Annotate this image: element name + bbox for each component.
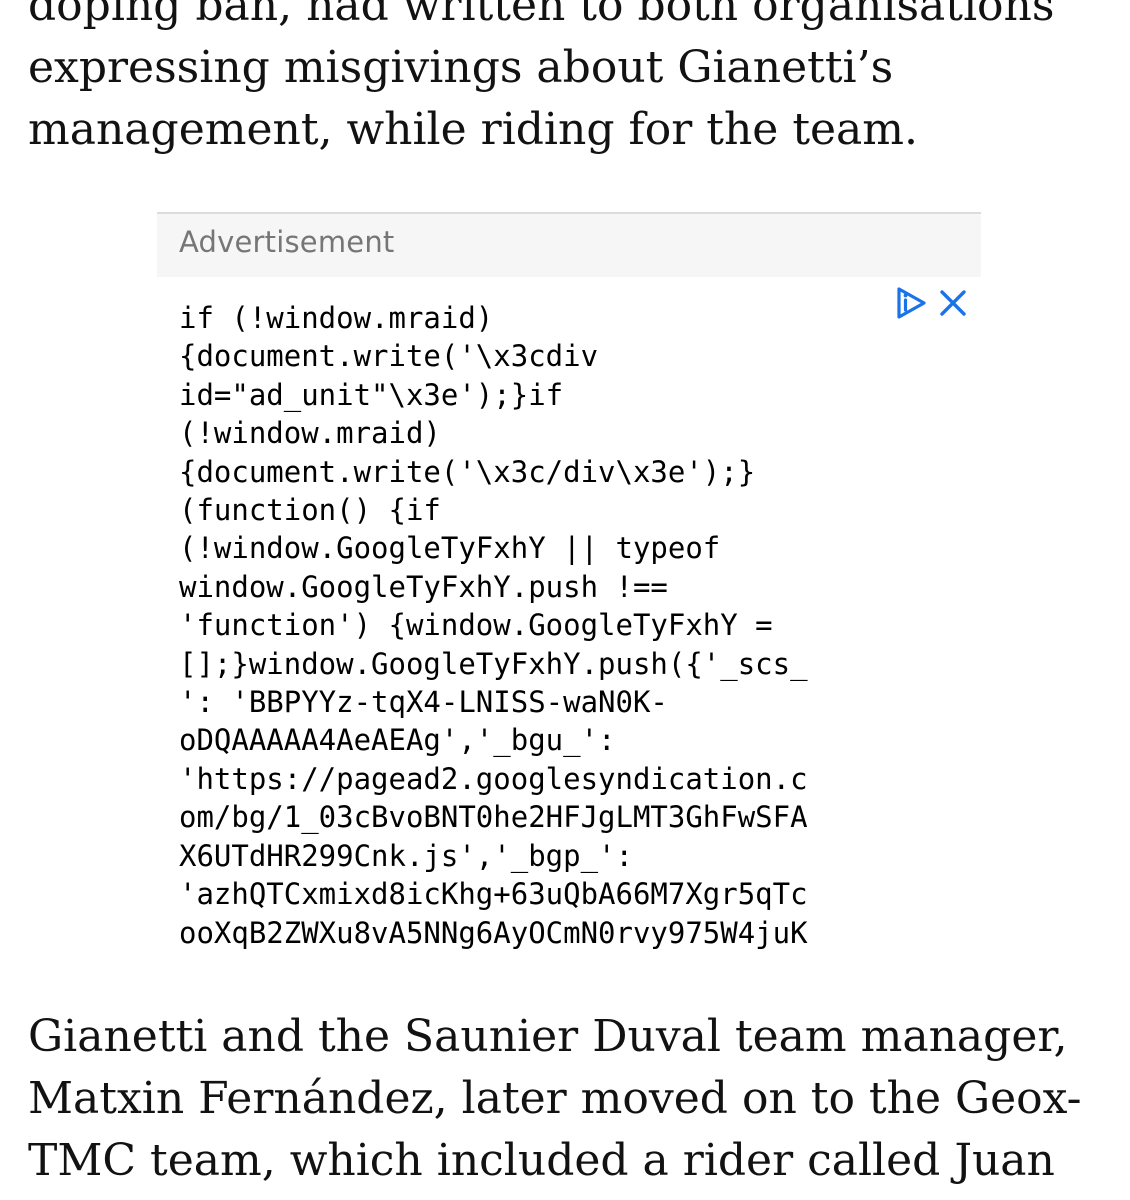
ad-header: Advertisement xyxy=(157,214,981,277)
paragraph-line: management, while riding for the team. xyxy=(28,104,918,155)
ad-controls xyxy=(894,286,974,320)
ad-code-line: (function() {if xyxy=(179,493,441,528)
ad-code-line: [];}window.GoogleTyFxhY.push({'_scs_ xyxy=(179,646,808,681)
ad-code-line: ': 'BBPYYz-tqX4-LNISS-waN0K- xyxy=(179,685,668,720)
ad-code-text: if (!window.mraid) {document.write('\x3c… xyxy=(179,299,808,952)
ad-code-line: X6UTdHR299Cnk.js','_bgp_': xyxy=(179,838,633,873)
paragraph-line: Matxin Fernández, later moved on to the … xyxy=(28,1073,1082,1124)
article-paragraph-bottom: Gianetti and the Saunier Duval team mana… xyxy=(28,1006,1082,1192)
ad-divider xyxy=(157,212,981,214)
ad-code-line: {document.write('\x3cdiv xyxy=(179,339,599,374)
article-paragraph-top: doping ban, had written to both organisa… xyxy=(28,0,1054,161)
ad-code-line: om/bg/1_03cBvoBNT0he2HFJgLMT3GhFwSFA xyxy=(179,800,808,835)
ad-code-line: window.GoogleTyFxhY.push !== xyxy=(179,569,668,604)
ad-code-line: id="ad_unit"\x3e');}if xyxy=(179,377,564,412)
paragraph-line: doping ban, had written to both organisa… xyxy=(28,0,1055,31)
close-icon[interactable] xyxy=(938,288,968,318)
ad-code-line: ooXqB2ZWXu8vA5NNg6AyOCmN0rvy975W4juK xyxy=(179,915,808,950)
ad-code-line: oDQAAAAA4AeAEAg','_bgu_': xyxy=(179,723,616,758)
ad-code-line: 'azhQTCxmixd8icKhg+63uQbA66M7Xgr5qTc xyxy=(179,877,808,912)
ad-code-line: (!window.mraid) xyxy=(179,416,441,451)
ad-code-line: if (!window.mraid) xyxy=(179,301,494,335)
paragraph-line: TMC team, which included a rider called … xyxy=(28,1135,1055,1186)
advertisement-label: Advertisement xyxy=(179,225,395,259)
paragraph-line: Gianetti and the Saunier Duval team mana… xyxy=(28,1011,1068,1062)
ad-code-line: 'function') {window.GoogleTyFxhY = xyxy=(179,608,773,643)
ad-code-line: 'https://pagead2.googlesyndication.c xyxy=(179,761,808,796)
paragraph-line: expressing misgivings about Gianetti’s xyxy=(28,42,894,93)
ad-code-line: (!window.GoogleTyFxhY || typeof xyxy=(179,531,721,566)
ad-container[interactable]: if (!window.mraid) {document.write('\x3c… xyxy=(157,277,981,963)
adchoices-icon[interactable] xyxy=(894,286,928,320)
ad-code-line: {document.write('\x3c/div\x3e');} xyxy=(179,454,756,489)
